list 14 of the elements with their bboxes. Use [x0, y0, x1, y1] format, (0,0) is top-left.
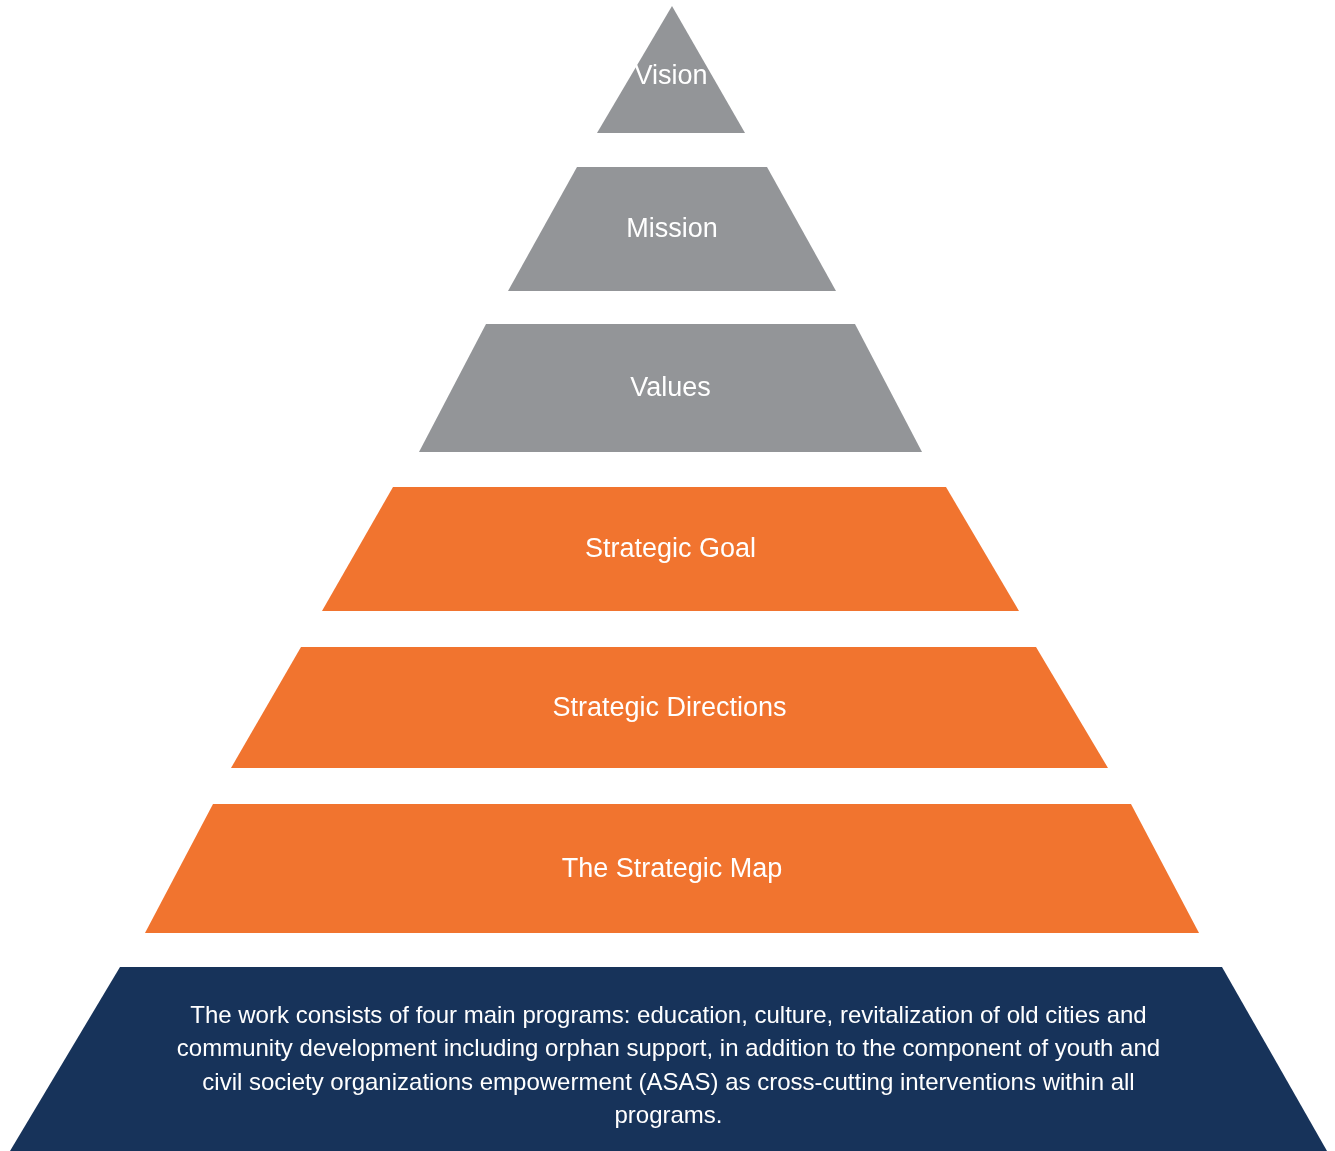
tier-label: Vision	[633, 58, 709, 92]
pyramid-tier	[10, 967, 1327, 1151]
tier-label: Values	[629, 371, 712, 404]
pyramid-tier	[322, 487, 1019, 611]
tier-label: Strategic Goal	[583, 532, 758, 565]
tier-label: The Strategic Map	[560, 851, 784, 885]
tier-label: Mission	[625, 212, 719, 245]
tier-label: Strategic Directions	[551, 690, 788, 724]
pyramid-tier	[231, 647, 1108, 768]
tier-label: The work consists of four main programs: education, culture, revitalization of old cities and community development including orphan support, in addition to the component of youth and civil society organizations empowerment (ASAS) as cross-cutting interventions within all programs.	[175, 999, 1162, 1131]
pyramid-tier	[145, 804, 1199, 933]
pyramid-tier	[597, 6, 745, 133]
pyramid-tier	[508, 167, 836, 291]
pyramid-tier	[419, 324, 922, 452]
